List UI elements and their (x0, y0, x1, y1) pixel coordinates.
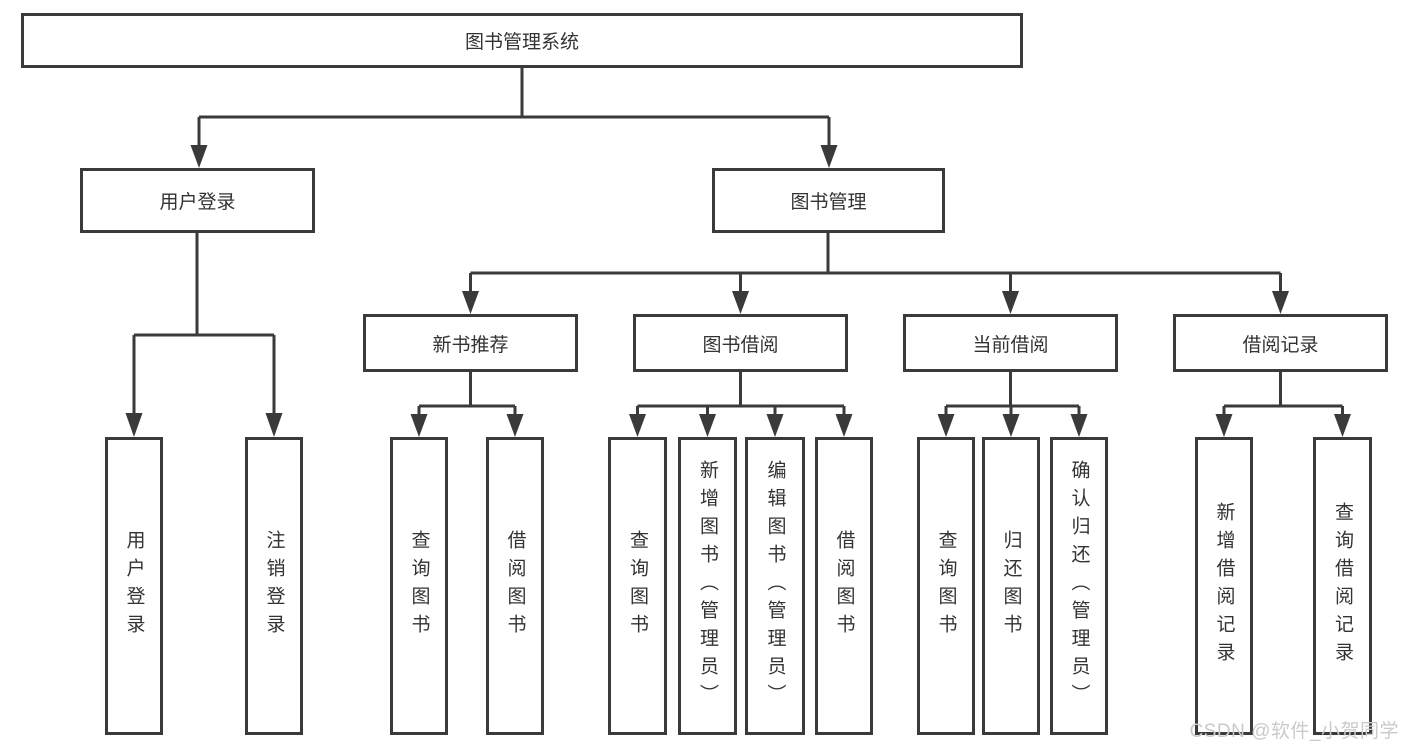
node-system-root: 图书管理系统 (21, 13, 1023, 68)
node-new-book-recommend: 新书推荐 (363, 314, 578, 372)
leaf-borrowing-query-books: 查询图书 (608, 437, 667, 735)
connector-book-management-to-level2 (462, 233, 1289, 314)
node-borrowing-records: 借阅记录 (1173, 314, 1388, 372)
node-current-borrowing: 当前借阅 (903, 314, 1118, 372)
watermark-text: CSDN @软件_小贺同学 (1189, 721, 1399, 742)
leaf-current-query-books: 查询图书 (917, 437, 975, 735)
connector-book-borrowing-to-leaves (629, 372, 853, 437)
leaf-borrowing-borrow-books: 借阅图书 (815, 437, 873, 735)
connector-user-login-to-leaves (125, 233, 283, 437)
node-book-management: 图书管理 (712, 168, 945, 233)
node-book-borrowing: 图书借阅 (633, 314, 848, 372)
leaf-recommend-query-books: 查询图书 (390, 437, 448, 735)
leaf-user-login: 用户登录 (105, 437, 163, 735)
leaf-recommend-borrow-books: 借阅图书 (486, 437, 544, 735)
node-user-login: 用户登录 (80, 168, 315, 233)
leaf-current-return-books: 归还图书 (982, 437, 1040, 735)
connector-new-book-recommend-to-leaves (410, 372, 524, 437)
leaf-borrowing-add-books-admin: 新增图书（管理员） (678, 437, 737, 735)
leaf-borrowing-edit-books-admin: 编辑图书（管理员） (745, 437, 805, 735)
connector-root-to-level1 (190, 68, 838, 168)
connector-current-borrowing-to-leaves (937, 372, 1088, 437)
leaf-current-confirm-return-admin: 确认归还（管理员） (1050, 437, 1108, 735)
leaf-records-add-record: 新增借阅记录 (1195, 437, 1253, 735)
connector-borrowing-records-to-leaves (1215, 372, 1351, 437)
leaf-logout-login: 注销登录 (245, 437, 303, 735)
leaf-records-query-record: 查询借阅记录 (1313, 437, 1372, 735)
